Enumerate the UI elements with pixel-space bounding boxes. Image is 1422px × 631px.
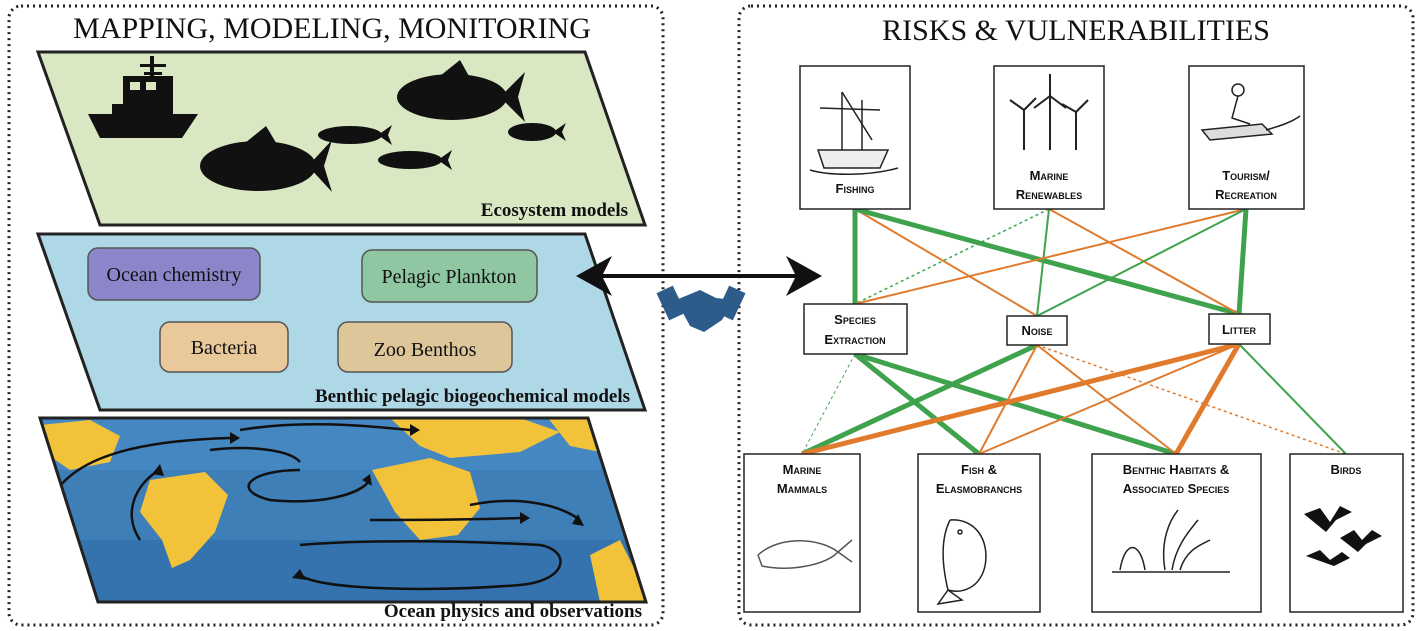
birds-icon bbox=[1304, 506, 1382, 566]
svg-text:Ocean chemistry: Ocean chemistry bbox=[107, 264, 242, 286]
svg-text:Marine: Marine bbox=[783, 462, 822, 477]
zoo-benthos-box: Zoo Benthos bbox=[337, 321, 513, 373]
connection-line bbox=[1236, 208, 1249, 315]
pressure-box-litter: Litter bbox=[1208, 313, 1271, 345]
receptor-box-marine-mammals: Marine Mammals bbox=[743, 453, 861, 613]
jet-ski-icon bbox=[1200, 83, 1301, 141]
right-panel-title: RISKS & VULNERABILITIES bbox=[882, 14, 1270, 47]
ocean-map bbox=[40, 418, 646, 602]
receptor-box-benthic-habitats: Benthic Habitats & Associated Species bbox=[1091, 453, 1262, 613]
mackerel-fish-icon bbox=[508, 123, 566, 141]
svg-text:Fishing: Fishing bbox=[836, 181, 875, 196]
source-box-tourism-recreation: Tourism/ Recreation bbox=[1188, 65, 1305, 210]
seaweed-coral-icon bbox=[1112, 509, 1230, 573]
fish-icon bbox=[936, 519, 987, 606]
right-panel-border bbox=[737, 4, 1415, 627]
bacteria-box: Bacteria bbox=[159, 321, 289, 373]
connection-line bbox=[1036, 208, 1247, 317]
left-panel-title: MAPPING, MODELING, MONITORING bbox=[73, 12, 591, 45]
biogeochemical-layer-label: Benthic pelagic biogeochemical models bbox=[315, 386, 630, 407]
receptor-box-fish-elasmobranchs: Fish & Elasmobranchs bbox=[917, 453, 1041, 613]
wind-turbine-icon bbox=[1009, 74, 1089, 150]
svg-text:Species: Species bbox=[834, 312, 876, 327]
svg-text:Litter: Litter bbox=[1222, 322, 1256, 337]
source-box-fishing: Fishing bbox=[799, 65, 911, 210]
svg-text:Renewables: Renewables bbox=[1016, 187, 1082, 202]
mackerel-fish-icon bbox=[378, 150, 452, 170]
svg-text:Noise: Noise bbox=[1022, 323, 1053, 338]
svg-text:Marine: Marine bbox=[1030, 168, 1069, 183]
svg-text:Mammals: Mammals bbox=[777, 481, 827, 496]
handshake-icon bbox=[656, 285, 746, 332]
svg-text:Recreation: Recreation bbox=[1215, 187, 1277, 202]
ocean-chemistry-box: Ocean chemistry bbox=[87, 247, 261, 301]
connection-line bbox=[854, 208, 1050, 305]
connection-line bbox=[1036, 344, 1347, 455]
svg-text:Fish &: Fish & bbox=[961, 462, 997, 477]
whale-icon bbox=[757, 539, 853, 569]
connection-line bbox=[978, 344, 1038, 455]
connection-line bbox=[854, 208, 1038, 317]
svg-text:Extraction: Extraction bbox=[824, 332, 885, 347]
tuna-fish-icon bbox=[397, 60, 525, 122]
svg-text:Zoo Benthos: Zoo Benthos bbox=[374, 339, 477, 361]
svg-text:Benthic Habitats &: Benthic Habitats & bbox=[1123, 462, 1230, 477]
double-arrow bbox=[576, 256, 822, 296]
svg-text:Elasmobranchs: Elasmobranchs bbox=[936, 481, 1022, 496]
ocean-physics-layer bbox=[37, 416, 649, 604]
pressure-box-noise: Noise bbox=[1006, 315, 1068, 346]
ship-icon bbox=[88, 56, 198, 138]
source-box-marine-renewables: Marine Renewables bbox=[993, 65, 1105, 210]
connection-line bbox=[1173, 342, 1242, 456]
left-panel-border bbox=[7, 4, 665, 627]
connection-line bbox=[800, 342, 1039, 457]
connection-line bbox=[801, 341, 1240, 457]
ocean-physics-layer-label: Ocean physics and observations bbox=[384, 601, 642, 622]
connection-line bbox=[801, 353, 856, 455]
connection-line bbox=[854, 351, 1177, 457]
svg-text:Associated Species: Associated Species bbox=[1123, 481, 1230, 496]
connection-line bbox=[1036, 208, 1050, 317]
svg-text:Pelagic Plankton: Pelagic Plankton bbox=[382, 266, 517, 288]
ecosystem-layer-label: Ecosystem models bbox=[481, 200, 628, 221]
receptor-box-birds: Birds bbox=[1289, 453, 1404, 613]
fishing-boat-icon bbox=[809, 91, 899, 175]
connection-lines bbox=[800, 206, 1347, 457]
connection-line bbox=[853, 352, 981, 456]
connection-line bbox=[978, 343, 1240, 455]
pressure-box-species-extraction: Species Extraction bbox=[803, 303, 908, 355]
svg-text:Bacteria: Bacteria bbox=[191, 337, 258, 359]
svg-text:Birds: Birds bbox=[1331, 462, 1362, 477]
tuna-fish-icon bbox=[200, 126, 332, 192]
mackerel-fish-icon bbox=[318, 125, 392, 145]
connection-line bbox=[854, 206, 1240, 317]
connection-line bbox=[854, 208, 1247, 305]
pelagic-plankton-box: Pelagic Plankton bbox=[361, 249, 538, 303]
svg-text:Tourism/: Tourism/ bbox=[1222, 168, 1270, 183]
connection-line bbox=[1238, 343, 1347, 455]
